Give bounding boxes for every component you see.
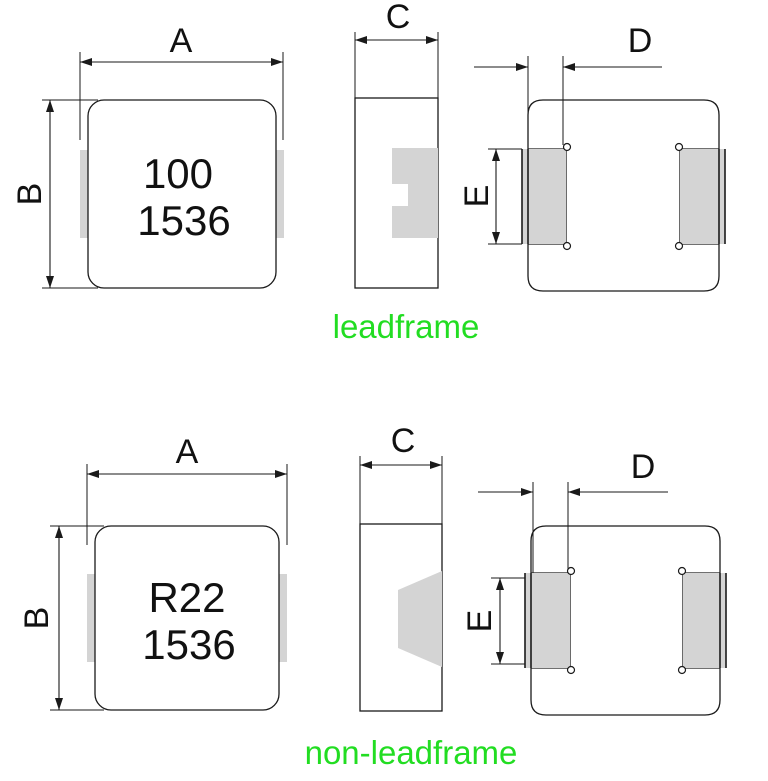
bottom-right-terminal [683,573,726,668]
dim-c-label: C [386,0,411,36]
top-body [94,525,280,711]
caption-non-leadframe: non-leadframe [305,734,518,771]
top-view: R22 1536 A B [18,433,288,711]
caption-leadframe: leadframe [333,308,480,345]
top-body [87,99,277,289]
bottom-view: D E [458,22,726,292]
figure-leadframe: 100 1536 A B C [11,0,726,345]
top-left-terminal [87,574,95,662]
part-marking-line2: 1536 [142,621,235,668]
part-marking-line1: R22 [148,574,225,621]
dim-d-label: D [628,22,653,60]
side-terminal [392,148,438,238]
bottom-right-corner-bottom [674,241,684,251]
side-view: C [354,0,439,289]
dim-a-label: A [170,22,193,60]
bottom-left-corner-bottom [566,665,576,675]
bottom-left-corner-top [562,142,572,152]
dim-e-label: E [461,610,499,633]
bottom-left-terminal [522,149,566,244]
top-right-terminal [276,150,284,238]
part-marking-line1: 100 [143,150,213,197]
dim-e-label: E [458,185,496,208]
dim-d-label: D [631,448,656,486]
bottom-right-corner-top [674,142,684,152]
top-right-terminal [279,574,287,662]
part-marking-line2: 1536 [137,197,230,244]
bottom-right-corner-top [677,566,687,576]
bottom-left-corner-bottom [562,241,572,251]
bottom-view: D E [461,448,727,716]
bottom-right-terminal [680,149,725,244]
side-view: C [359,422,443,712]
dim-b-label: B [18,607,56,630]
dim-a-label: A [176,433,199,471]
figure-non-leadframe: R22 1536 A B C [18,422,727,771]
top-view: 100 1536 A B [11,22,284,289]
bottom-right-corner-bottom [677,665,687,675]
dim-b-label: B [11,183,49,206]
dim-c-label: C [391,422,416,460]
bottom-body [530,525,721,716]
side-terminal [398,571,442,667]
bottom-left-terminal [525,573,570,668]
bottom-left-corner-top [566,566,576,576]
top-left-terminal [80,150,88,238]
